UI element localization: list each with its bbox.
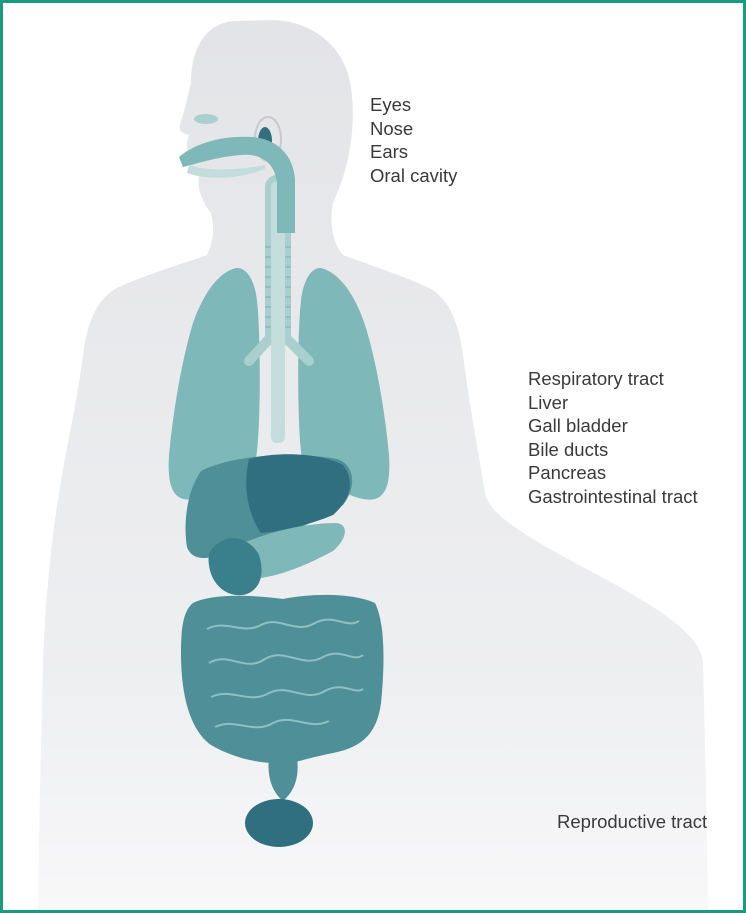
reproductive-organ [245,799,313,847]
nasal-cavity-shape [194,114,218,124]
label-gastrointestinal-tract: Gastrointestinal tract [528,485,698,509]
label-eyes: Eyes [370,93,457,117]
head-label-group: Eyes Nose Ears Oral cavity [370,93,457,187]
pelvis-label-group: Reproductive tract [557,810,707,834]
torso-label-group: Respiratory tract Liver Gall bladder Bil… [528,367,698,508]
label-liver: Liver [528,391,698,415]
label-gall-bladder: Gall bladder [528,414,698,438]
label-bile-ducts: Bile ducts [528,438,698,462]
label-reproductive-tract: Reproductive tract [557,810,707,834]
label-ears: Ears [370,140,457,164]
label-respiratory-tract: Respiratory tract [528,367,698,391]
label-pancreas: Pancreas [528,461,698,485]
label-nose: Nose [370,117,457,141]
label-oral-cavity: Oral cavity [370,164,457,188]
